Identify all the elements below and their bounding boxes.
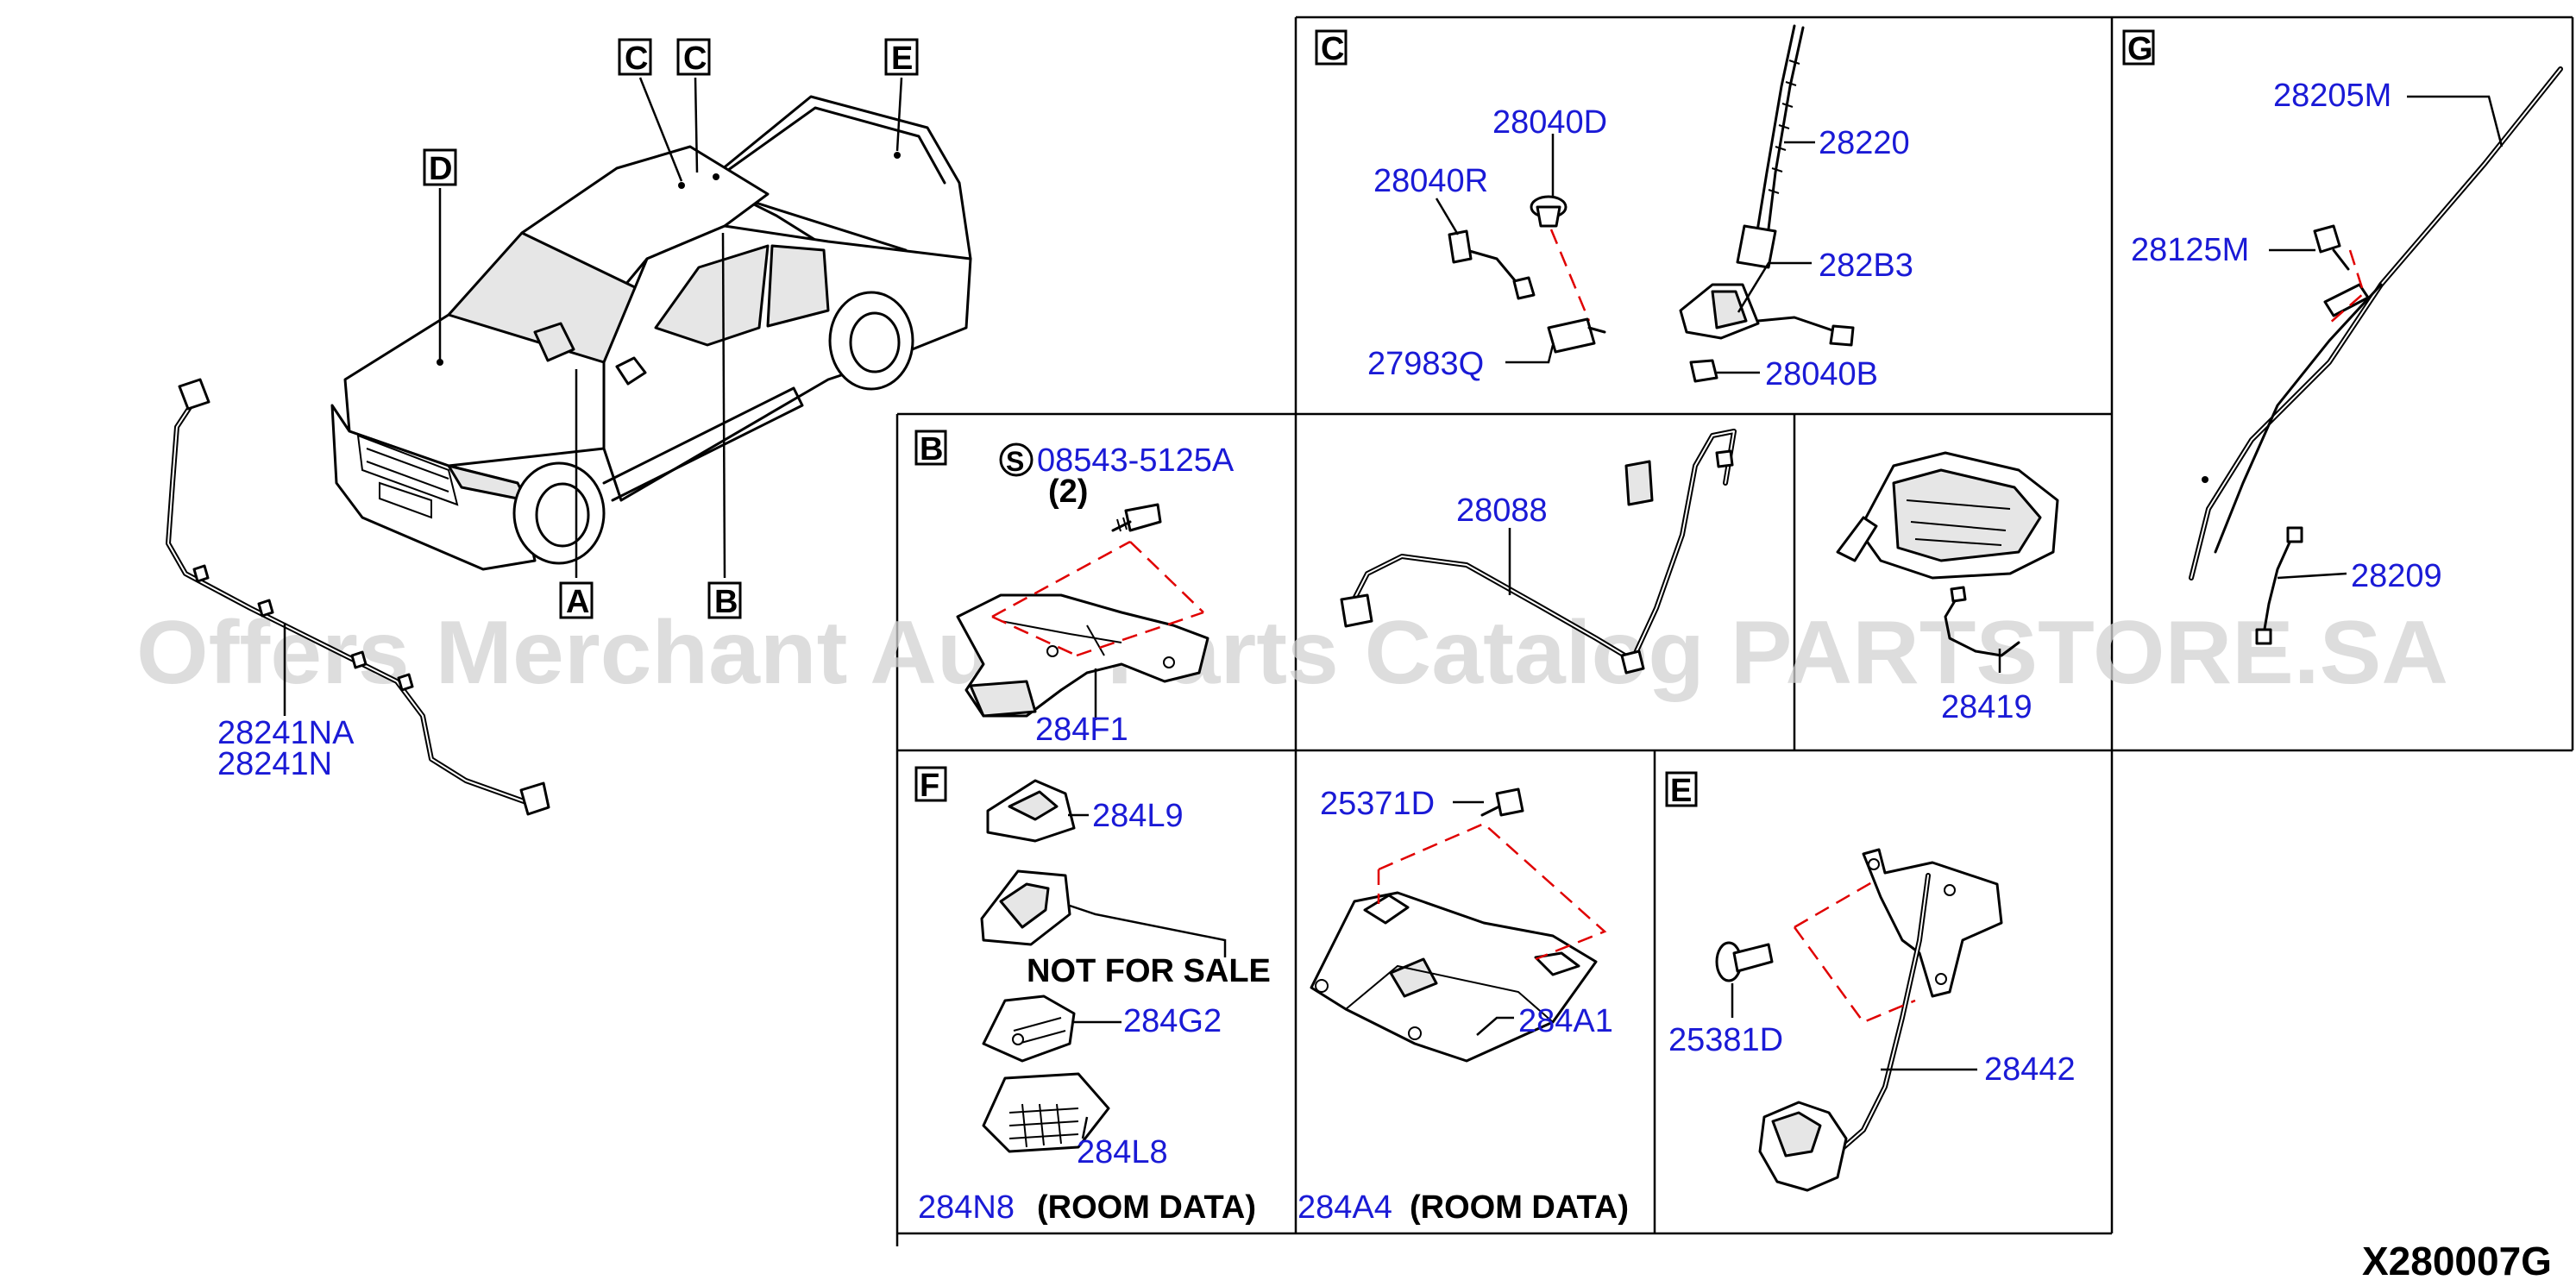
panel-b: B S [914, 430, 1209, 720]
panel-g-letter: G [2127, 31, 2153, 67]
panel-frames [895, 16, 2574, 1246]
diagram-code: X280007G [2362, 1239, 2552, 1280]
part-28419-label: 28419 [1941, 689, 2033, 725]
part-28205m-label: 28205M [2273, 78, 2391, 114]
panel-e: E [1665, 771, 2003, 1192]
panel-f: F [914, 766, 1227, 1153]
vehicle-callouts: C C E D A B [423, 38, 919, 620]
callout-c-roof-2: C [683, 41, 707, 77]
panel-mirror [1836, 451, 2059, 673]
part-284n8-label: 284N8 [918, 1189, 1015, 1226]
part-27983q-label: 27983Q [1367, 346, 1484, 382]
callout-e-bed: E [891, 41, 913, 77]
part-28040r-label: 28040R [1373, 163, 1488, 199]
part-28125m-label: 28125M [2131, 232, 2249, 268]
room-data-note-f: (ROOM DATA) [1037, 1189, 1256, 1226]
part-28209-label: 28209 [2351, 558, 2442, 594]
part-28088-label: 28088 [1456, 493, 1548, 529]
part-08543-5125a-label: 08543-5125A [1037, 442, 1235, 479]
panel-g: G [2122, 29, 2563, 645]
pickup-truck-illustration [330, 77, 972, 579]
part-284f1-label: 284F1 [1035, 712, 1128, 748]
callout-c-roof: C [625, 41, 648, 77]
room-data-note-ecu: (ROOM DATA) [1410, 1189, 1629, 1226]
not-for-sale-label: NOT FOR SALE [1027, 953, 1271, 989]
panel-ecu [1310, 787, 1607, 1063]
callout-d-dash: D [429, 151, 452, 187]
part-25381d-label: 25381D [1668, 1022, 1783, 1058]
part-284l9-label: 284L9 [1092, 798, 1184, 834]
panel-b-letter: B [920, 431, 943, 467]
part-284l8-label: 284L8 [1077, 1134, 1168, 1170]
part-28040d-label: 28040D [1492, 104, 1607, 141]
callout-b-pillar: B [714, 584, 738, 620]
part-28040b-label: 28040B [1765, 356, 1878, 392]
part-284a4-label: 284A4 [1297, 1189, 1392, 1226]
screw-symbol-s: S [1006, 446, 1024, 477]
part-28442-label: 28442 [1984, 1051, 2076, 1088]
part-284g2-label: 284G2 [1123, 1003, 1222, 1039]
part-25371d-label: 25371D [1320, 786, 1435, 822]
part-282b3-label: 282B3 [1819, 248, 1913, 284]
panel-c-letter: C [1321, 31, 1344, 67]
harness-28241n-drawing [166, 378, 550, 816]
part-28241na-label: 28241NA [217, 715, 355, 751]
panel-camera-harness [1340, 429, 1737, 675]
callout-a-mirror: A [566, 584, 589, 620]
panel-e-letter: E [1670, 773, 1692, 809]
part-28241n-label: 28241N [217, 746, 332, 782]
watermark: Offers Merchant Auto Parts Catalog PARTS… [136, 603, 2448, 703]
screw-quantity: (2) [1048, 474, 1088, 510]
panel-c: C [1315, 24, 1855, 383]
part-284a1-label: 284A1 [1518, 1003, 1613, 1039]
panel-f-letter: F [920, 768, 939, 804]
part-28220-label: 28220 [1819, 125, 1910, 161]
